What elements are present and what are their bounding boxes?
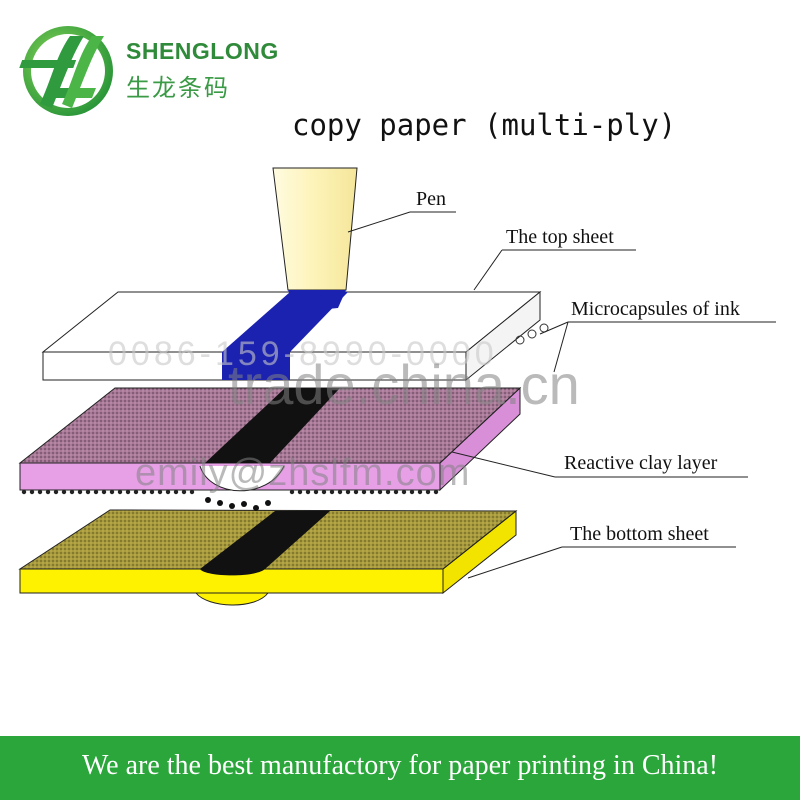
label-top-sheet: The top sheet	[506, 226, 614, 248]
watermark-phone: 0086-159-8990-0000	[108, 335, 498, 373]
footer-text: We are the best manufactory for paper pr…	[81, 750, 719, 781]
brand-name: SHENGLONG	[126, 38, 279, 64]
label-clay-layer: Reactive clay layer	[564, 452, 718, 474]
diagram-title: copy paper (multi-ply)	[292, 108, 677, 142]
brand-name-cn: 生龙条码	[126, 74, 230, 102]
watermark-trade: trade.china.cn	[228, 353, 580, 416]
microcapsule-beads	[21, 489, 439, 495]
label-bottom-sheet: The bottom sheet	[570, 523, 709, 545]
pen-icon	[272, 167, 358, 312]
footer-banner	[0, 736, 800, 800]
reactive-clay-layer	[18, 386, 522, 495]
label-microcapsules: Microcapsules of ink	[571, 298, 740, 320]
leader-lines	[347, 211, 776, 579]
bottom-sheet-layer	[18, 509, 518, 606]
brand-logo-icon	[19, 26, 113, 116]
label-pen: Pen	[416, 188, 446, 210]
ink-drops	[205, 497, 271, 511]
watermark-email: emily@zhslfm.com	[135, 452, 471, 494]
top-sheet-layer	[41, 290, 549, 382]
